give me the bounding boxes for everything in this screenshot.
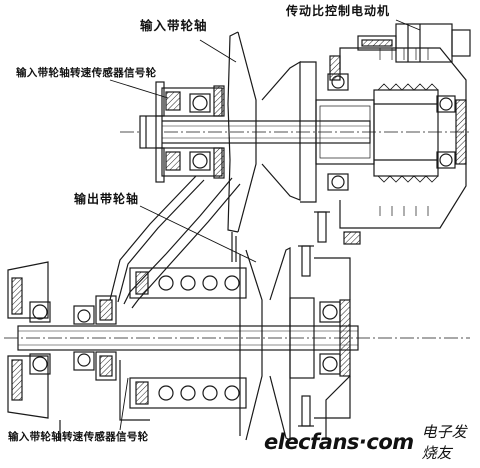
label-ratio-control-motor: 传动比控制电动机 <box>286 4 391 18</box>
leader-sensor-bottom <box>119 377 129 431</box>
input-shaft-assembly <box>120 23 471 245</box>
watermark-name: 电子发烧友 <box>421 423 467 462</box>
leader-motor <box>395 19 421 31</box>
output-shaft-assembly <box>4 245 470 441</box>
watermark-site: elecfans·com <box>264 430 414 454</box>
leader-output-shaft <box>139 205 257 263</box>
leader-lines <box>109 19 421 431</box>
label-input-speed-sensor-top: 输入带轮轴转速传感器信号轮 <box>16 67 157 79</box>
label-input-pulley-shaft: 输入带轮轴 <box>140 18 208 33</box>
transmission-case-wall <box>109 175 241 309</box>
leader-input-shaft <box>199 39 237 63</box>
label-output-pulley-shaft: 输出带轮轴 <box>74 192 140 206</box>
label-input-speed-sensor-bottom: 输入带轮轴转速传感器信号轮 <box>8 431 149 443</box>
elecfans-watermark: elecfans·com 电子发烧友 <box>264 423 480 462</box>
leader-sensor-top <box>109 79 169 99</box>
